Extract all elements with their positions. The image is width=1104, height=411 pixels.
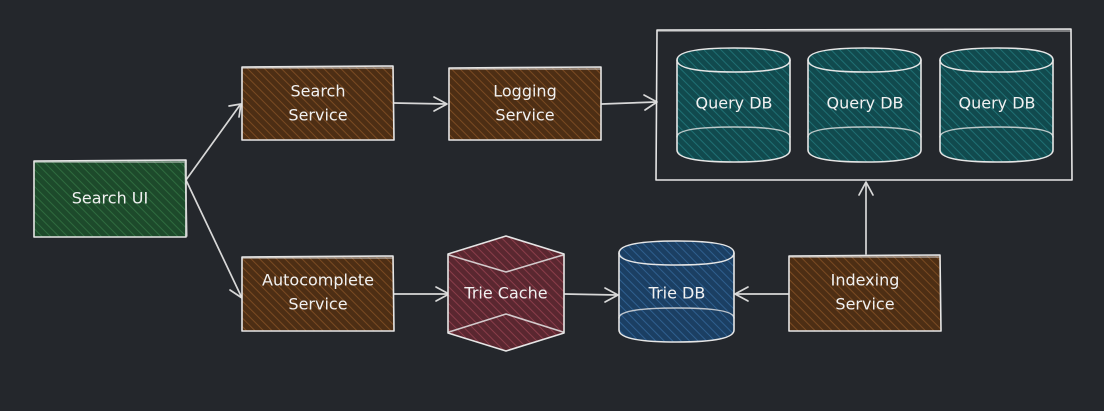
search-service-label-line-1: Search	[291, 82, 346, 101]
query-db-2-label: Query DB	[826, 94, 903, 113]
indexing-service-label-line-2: Service	[835, 295, 894, 314]
search-service-label-line-2: Service	[288, 106, 347, 125]
query-db-3: Query DB	[939, 47, 1054, 163]
search-ui-label: Search UI	[72, 189, 148, 208]
query-db-3-label: Query DB	[958, 94, 1035, 113]
trie-cache-label: Trie Cache	[463, 284, 547, 303]
arrow-search-to-logging	[393, 96, 448, 112]
arrow-logging-to-querydb-group	[601, 94, 658, 111]
logging-service-label-line-2: Service	[495, 106, 554, 125]
autocomplete-service-label-line-2: Service	[288, 295, 347, 314]
indexing-service-label-line-1: Indexing	[831, 271, 900, 290]
trie-db-node: Trie DB	[618, 240, 735, 343]
query-db-1: Query DB	[676, 47, 791, 163]
query-db-2: Query DB	[807, 47, 922, 163]
query-db-group	[655, 28, 1073, 181]
arrow-indexing-to-querydb-group	[858, 181, 874, 255]
arrow-searchui-to-autocomplete	[185, 179, 245, 299]
search-ui-node: Search UI	[33, 159, 188, 238]
arrow-indexing-to-triedb	[734, 286, 789, 302]
indexing-service-node: Indexing Service	[788, 254, 942, 332]
autocomplete-service-node: Autocomplete Service	[241, 255, 395, 332]
trie-cache-node: Trie Cache	[447, 235, 565, 352]
arrow-searchui-to-search-service	[185, 103, 242, 181]
arrow-triecache-to-triedb	[563, 287, 619, 303]
logging-service-label-line-1: Logging	[493, 82, 556, 101]
query-db-1-label: Query DB	[695, 94, 772, 113]
search-service-node: Search Service	[241, 65, 395, 141]
arrow-autocomplete-to-triecache	[393, 286, 450, 302]
trie-db-label: Trie DB	[648, 284, 706, 303]
logging-service-node: Logging Service	[448, 66, 602, 141]
autocomplete-service-label-line-1: Autocomplete	[262, 271, 374, 290]
